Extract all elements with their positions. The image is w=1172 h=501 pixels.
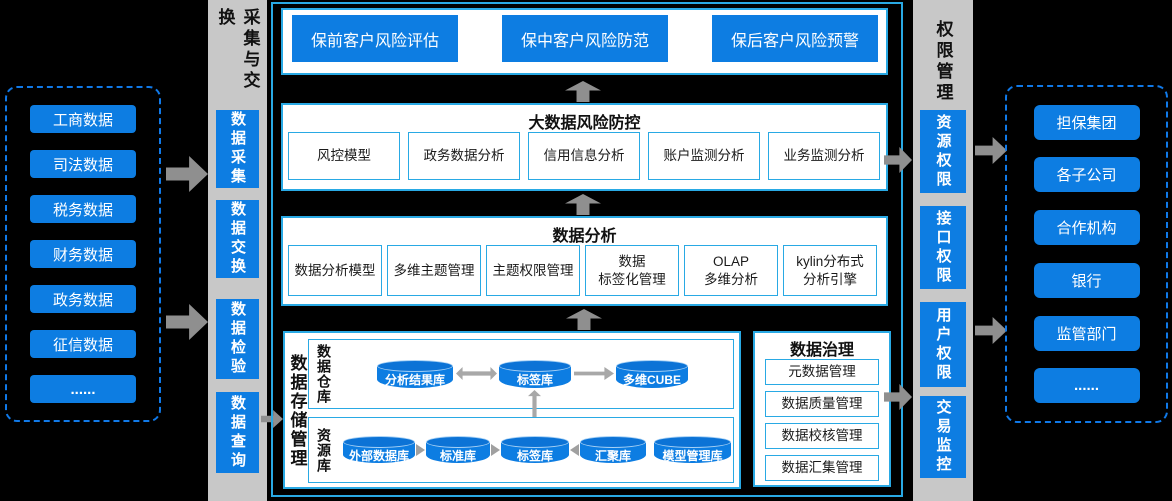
consumer-item: 担保集团 <box>1033 104 1140 140</box>
database-cylinder: 分析结果库 <box>377 360 453 388</box>
warehouse-label: 数据仓库 <box>316 344 332 404</box>
data-sources-panel: 工商数据 司法数据 税务数据 财务数据 政务数据 征信数据 ...... <box>5 86 161 422</box>
data-source-item: 司法数据 <box>30 150 136 178</box>
risk-control-item: 业务监测分析 <box>768 132 880 180</box>
collection-item: 数据交换 <box>216 200 259 278</box>
arrow-left-small-icon <box>570 444 579 456</box>
governance-item: 数据汇集管理 <box>765 455 879 481</box>
data-analysis-title: 数据分析 <box>552 228 617 245</box>
data-source-item: ...... <box>30 375 136 403</box>
governance-item: 数据校核管理 <box>765 423 879 449</box>
database-cylinder: 标准库 <box>426 436 490 463</box>
arrow-right-small-icon <box>491 444 500 456</box>
risk-control-item: 信用信息分析 <box>528 132 640 180</box>
permission-item: 接口权限 <box>920 206 966 289</box>
consumer-item: ...... <box>1033 368 1140 404</box>
permission-item: 资源权限 <box>920 110 966 193</box>
database-cylinder: 模型管理库 <box>654 436 731 463</box>
collection-item: 数据查询 <box>216 392 259 473</box>
arrow-right-small-icon <box>416 444 425 456</box>
collection-column-title: 采集与交换 <box>215 8 260 92</box>
consumer-item: 各子公司 <box>1033 157 1140 193</box>
flow-arrow-right-icon <box>975 317 1007 344</box>
application-item: 保前客户风险评估 <box>292 15 458 62</box>
collection-item: 数据采集 <box>216 110 259 188</box>
flow-arrow-right-icon <box>975 137 1007 164</box>
analysis-item: 多维主题管理 <box>387 245 481 296</box>
data-governance-title: 数据治理 <box>789 342 854 359</box>
risk-control-item: 账户监测分析 <box>648 132 760 180</box>
database-cylinder: 外部数据库 <box>343 436 415 463</box>
consumers-panel: 担保集团 各子公司 合作机构 银行 监管部门 ...... <box>1005 85 1168 423</box>
permission-item: 交易监控 <box>920 396 966 478</box>
permission-item: 用户权限 <box>920 302 966 387</box>
analysis-item: kylin分布式 分析引擎 <box>783 245 877 296</box>
governance-item: 数据质量管理 <box>765 391 879 417</box>
analysis-item: 主题权限管理 <box>486 245 580 296</box>
database-cylinder: 标签库 <box>501 436 569 463</box>
analysis-item: 数据分析模型 <box>288 245 382 296</box>
database-cylinder: 汇聚库 <box>580 436 646 463</box>
application-item: 保后客户风险预警 <box>712 15 878 62</box>
resource-label: 资源库 <box>316 427 332 473</box>
database-cylinder: 标签库 <box>499 360 571 388</box>
platform-panel <box>271 2 903 497</box>
flow-arrow-right-icon <box>166 156 208 192</box>
data-source-item: 税务数据 <box>30 195 136 223</box>
data-source-item: 征信数据 <box>30 330 136 358</box>
risk-control-item: 风控模型 <box>288 132 400 180</box>
permission-column-title: 权限管理 <box>933 20 953 104</box>
data-source-item: 财务数据 <box>30 240 136 268</box>
data-source-item: 政务数据 <box>30 285 136 313</box>
database-cylinder: 多维CUBE <box>616 360 688 388</box>
analysis-item: OLAP 多维分析 <box>684 245 778 296</box>
flow-arrow-right-icon <box>166 304 208 340</box>
data-source-item: 工商数据 <box>30 105 136 133</box>
analysis-item: 数据 标签化管理 <box>585 245 679 296</box>
risk-control-title: 大数据风险防控 <box>528 115 641 132</box>
risk-control-item: 政务数据分析 <box>408 132 520 180</box>
application-item: 保中客户风险防范 <box>502 15 668 62</box>
governance-item: 元数据管理 <box>765 359 879 385</box>
collection-item: 数据检验 <box>216 299 259 379</box>
consumer-item: 银行 <box>1033 262 1140 298</box>
consumer-item: 监管部门 <box>1033 315 1140 351</box>
data-storage-title: 数据存储管理 <box>287 354 307 468</box>
consumer-item: 合作机构 <box>1033 210 1140 246</box>
